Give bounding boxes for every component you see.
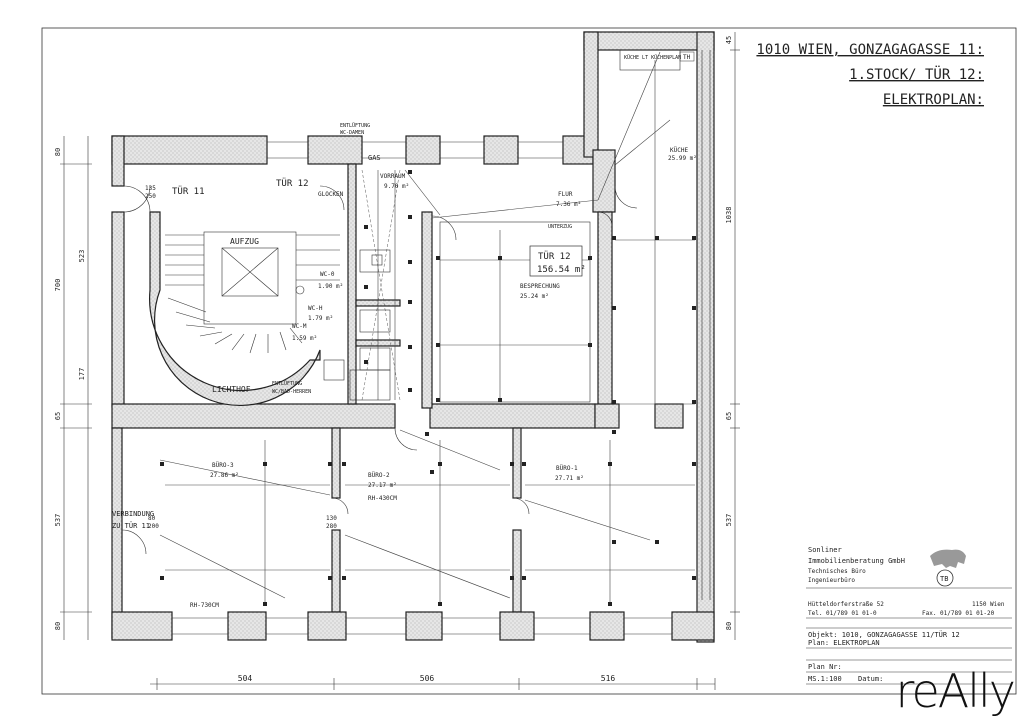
tb-mass: MS.1:100: [808, 675, 842, 683]
walls: [111, 31, 715, 643]
firm-tel: Tel. 01/789 01 01-0: [808, 610, 877, 617]
dimension-lines: [60, 32, 740, 690]
room-flur-area: 7.36 m²: [556, 201, 581, 208]
dim-right-1038: 1038: [725, 207, 733, 224]
room-besprechung-area: 25.24 m²: [520, 293, 549, 300]
dim-left-700: 700: [54, 279, 62, 292]
really-logo: reAlly: [895, 664, 1016, 718]
room-wc0-area: 1.90 m²: [318, 283, 343, 290]
room-buero2-rh: RH-430CM: [368, 495, 397, 502]
doors: [121, 185, 638, 555]
plan-title-line2: 1.STOCK/ TÜR 12:: [849, 65, 984, 83]
sheet-frame: [41, 27, 1017, 695]
tb-plan: Plan: ELEKTROPLAN: [808, 639, 880, 647]
unit-label-box: [529, 245, 583, 277]
room-kueche-area: 25.99 m²: [668, 155, 697, 162]
room-wcm-area: 1.59 m²: [292, 335, 317, 342]
label-th: TH: [683, 54, 691, 61]
door-dim-200: 200: [148, 523, 159, 530]
dim-bottom-1: 504: [238, 674, 253, 683]
windows: [172, 50, 711, 635]
door-tuer11: TÜR 11: [172, 186, 205, 197]
door-dim-280: 280: [326, 523, 337, 530]
firm-fax: Fax. 01/789 01 01-20: [922, 610, 995, 617]
label-wc-damen: WC-DAMEN: [340, 130, 364, 136]
unit-area: 156.54 m²: [537, 265, 586, 275]
room-wch-area: 1.79 m²: [308, 315, 333, 322]
door-dim-135: 135: [145, 185, 156, 192]
room-aufzug: AUFZUG: [230, 237, 259, 246]
dim-right-537: 537: [725, 514, 733, 527]
label-zu-tuer11: ZU TÜR 11: [112, 521, 150, 530]
door-tuer12: TÜR 12: [276, 178, 309, 189]
wc-fixtures: [323, 49, 681, 403]
firm-city: 1150 Wien: [972, 601, 1005, 608]
dim-left-537: 537: [54, 514, 62, 527]
dim-right-80: 80: [725, 622, 733, 630]
room-lichthof: LICHTHOF: [212, 385, 251, 394]
dim-left-177: 177: [78, 368, 86, 381]
firm-line1: Sonliner: [808, 546, 842, 554]
tb-datum: Datum:: [858, 675, 883, 683]
plan-title-line1: 1010 WIEN, GONZAGAGASSE 11:: [756, 42, 984, 58]
label-rh730: RH-730CM: [190, 602, 219, 609]
dim-bottom-3: 516: [601, 674, 616, 683]
label-kuechenplan: KÜCHE LT KÜCHENPLAN: [624, 54, 681, 61]
dim-bottom-2: 506: [420, 674, 435, 683]
label-entlueftung-b: ENTLÜFTUNG: [272, 380, 302, 387]
room-wcm: WC-M: [292, 323, 307, 330]
dim-left-80: 80: [54, 148, 62, 156]
label-wc-herren: WC/BAD-HERREN: [272, 389, 311, 395]
bear-logo-icon: TB: [930, 549, 966, 587]
label-verbindung: VERBINDUNG: [112, 510, 154, 518]
tb-plan-nr: Plan Nr:: [808, 663, 842, 671]
label-entlueftung: ENTLÜFTUNG: [340, 122, 370, 129]
outlet-symbols: [160, 170, 696, 606]
room-buero1: BÜRO-1: [556, 465, 578, 472]
room-vorraum-area: 9.70 m²: [384, 183, 409, 190]
room-besprechung: BESPRECHUNG: [520, 283, 560, 290]
label-unterzug: UNTERZUG: [548, 224, 572, 230]
room-buero2: BÜRO-2: [368, 472, 390, 479]
room-kueche: KÜCHE: [670, 147, 688, 154]
door-dim-130: 130: [326, 515, 337, 522]
electrical-wiring: [159, 51, 695, 605]
door-dim-250: 250: [145, 193, 156, 200]
unit-label: TÜR 12: [538, 251, 571, 262]
room-flur: FLUR: [558, 191, 573, 198]
room-wc0: WC-0: [320, 271, 335, 278]
svg-text:TB: TB: [940, 575, 948, 583]
elevator-shaft: [221, 247, 279, 297]
firm-address: Hütteldorferstraße 52: [808, 601, 884, 608]
room-buero3: BÜRO-3: [212, 462, 234, 469]
dim-left-65: 65: [54, 412, 62, 420]
room-buero2-area: 27.17 m²: [368, 482, 397, 489]
label-glocken: GLOCKEN: [318, 191, 344, 198]
door-dim-80: 80: [148, 515, 156, 522]
firm-line2: Immobilienberatung GmbH: [808, 557, 905, 565]
dim-left-523: 523: [78, 250, 86, 263]
label-gas: GAS: [368, 154, 381, 162]
dim-right-45: 45: [725, 36, 733, 44]
room-buero1-area: 27.71 m²: [555, 475, 584, 482]
plan-title-line3: ELEKTROPLAN:: [883, 92, 984, 108]
room-buero3-area: 27.86 m²: [210, 472, 239, 479]
firm-line4: Ingenieurbüro: [808, 577, 855, 584]
room-wch: WC-H: [308, 305, 323, 312]
tb-objekt: Objekt: 1010, GONZAGAGASSE 11/TÜR 12: [808, 630, 960, 639]
dim-right-65: 65: [725, 412, 733, 420]
title-block: Sonliner Immobilienberatung GmbH Technis…: [806, 546, 1012, 685]
staircase: [165, 231, 340, 354]
room-vorraum: VORRAUM: [380, 173, 406, 180]
room-labels: TÜR 12 156.54 m² BESPRECHUNG 25.24 m² KÜ…: [112, 51, 697, 609]
dim-left-80b: 80: [54, 622, 62, 630]
firm-line3: Technisches Büro: [808, 568, 866, 575]
